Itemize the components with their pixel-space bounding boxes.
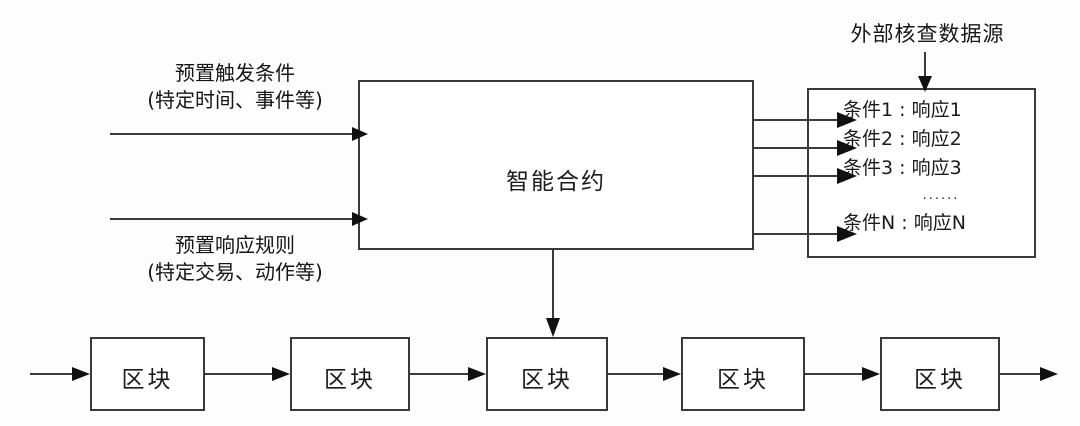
list-item: 条件2 : 响应2 — [843, 128, 962, 150]
arrow-block-4-to-block-5 — [805, 367, 880, 381]
list-item: 条件3 : 响应3 — [843, 157, 962, 179]
list-item: 条件1 : 响应1 — [843, 99, 962, 121]
smart-contract-label: 智能合约 — [506, 169, 606, 195]
list-item: 条件N : 响应N — [843, 212, 966, 234]
preset-trigger-condition-line1: 预置触发条件 — [175, 61, 295, 85]
arrow-external-source-to-conditions — [918, 52, 932, 92]
preset-response-rule-label: 预置响应规则 (特定交易、动作等) — [110, 232, 360, 286]
block-3: 区块 — [486, 337, 608, 411]
arrow-rule-to-contract — [110, 212, 368, 226]
arrow-block-1-to-block-2 — [205, 367, 290, 381]
block-label: 区块 — [717, 367, 769, 393]
preset-response-rule-line2: (特定交易、动作等) — [147, 260, 323, 284]
arrow-block-2-to-block-3 — [410, 367, 486, 381]
block-label: 区块 — [914, 367, 966, 393]
external-data-source-title: 外部核查数据源 — [850, 22, 1005, 46]
arrow-chain-in — [30, 367, 90, 381]
preset-trigger-condition-label: 预置触发条件 (特定时间、事件等) — [110, 60, 360, 114]
block-label: 区块 — [324, 367, 376, 393]
block-2: 区块 — [290, 337, 410, 411]
arrow-contract-to-block-3 — [546, 250, 560, 337]
smart-contract-box: 智能合约 — [358, 80, 754, 250]
block-5: 区块 — [880, 337, 1000, 411]
list-ellipsis: ...... — [922, 188, 960, 203]
arrow-chain-out — [1000, 367, 1058, 381]
arrow-block-3-to-block-4 — [608, 367, 681, 381]
block-1: 区块 — [90, 337, 205, 411]
block-label: 区块 — [521, 367, 573, 393]
condition-response-list: 条件1 : 响应1 条件2 : 响应2 条件3 : 响应3 ...... 条件N… — [843, 96, 1033, 238]
preset-trigger-condition-line2: (特定时间、事件等) — [147, 88, 323, 112]
preset-response-rule-line1: 预置响应规则 — [175, 233, 295, 257]
block-label: 区块 — [121, 367, 174, 393]
block-4: 区块 — [681, 337, 805, 411]
arrow-trigger-to-contract — [110, 127, 368, 141]
